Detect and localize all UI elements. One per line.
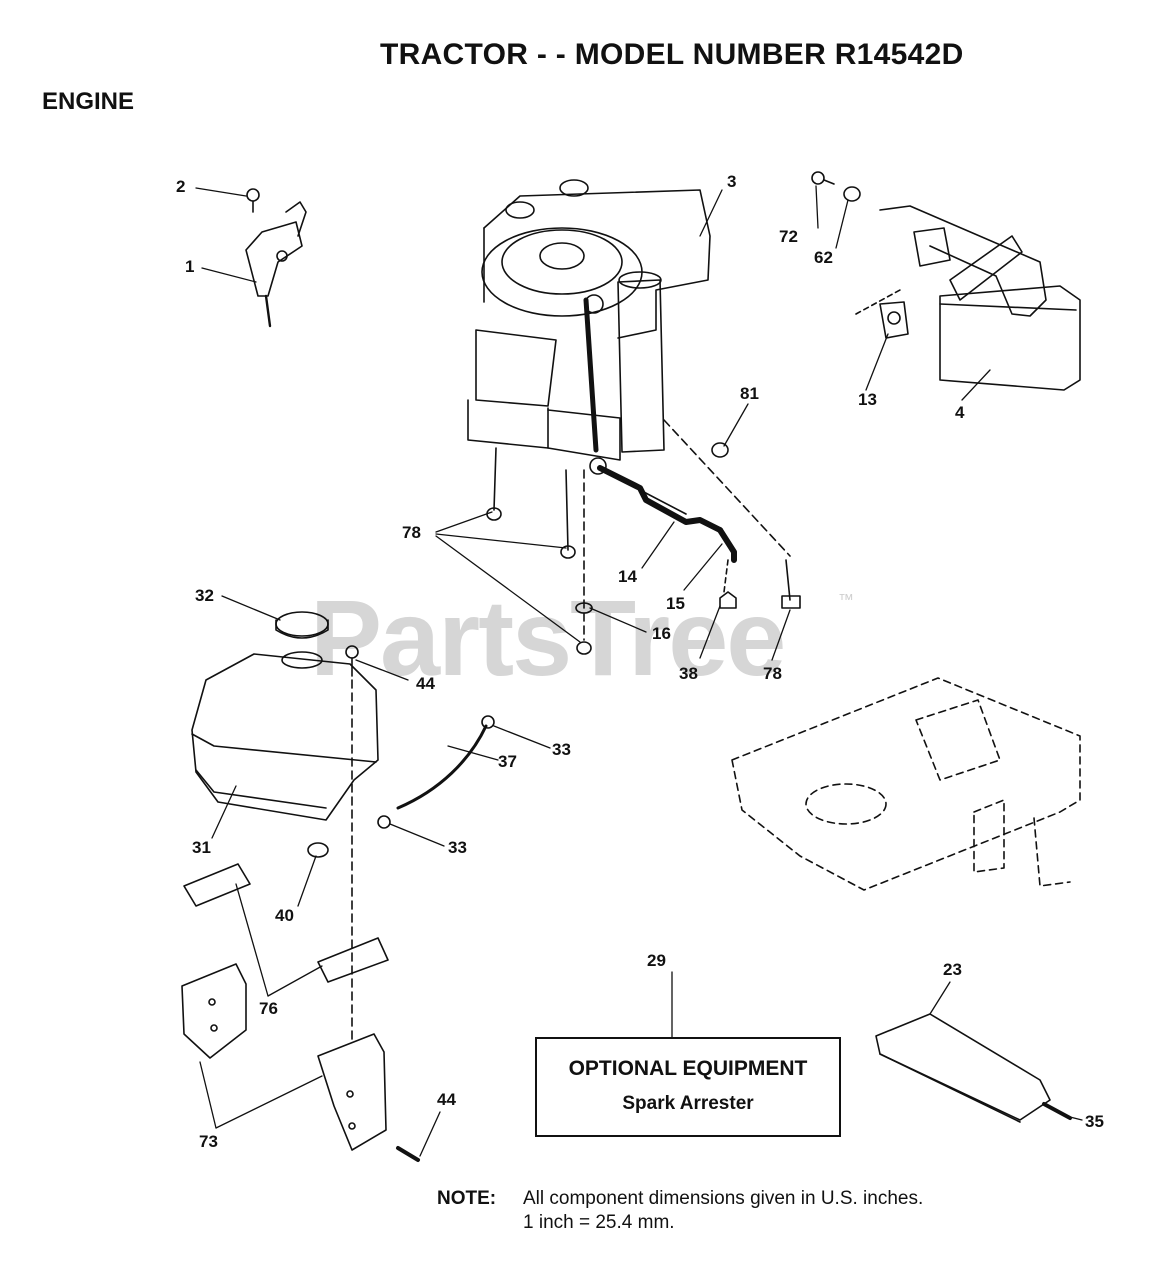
optional-equipment-item: Spark Arrester [622, 1093, 754, 1114]
callout-40: 40 [275, 906, 294, 925]
page-title: TRACTOR - - MODEL NUMBER R14542D [380, 38, 964, 71]
callout-16: 16 [652, 624, 671, 643]
callout-78-bolts: 78 [402, 523, 421, 542]
dimension-note: NOTE: All component dimensions given in U… [437, 1188, 924, 1233]
callout-4: 4 [955, 403, 965, 422]
callout-23: 23 [943, 960, 962, 979]
callout-76: 76 [259, 999, 278, 1018]
callout-78-fitting: 78 [763, 664, 782, 683]
callout-62: 62 [814, 248, 833, 267]
fuel-tank-drawing [191, 611, 495, 1041]
brackets-drawing [181, 863, 420, 1162]
callout-72: 72 [779, 227, 798, 246]
callout-44-bracket: 44 [437, 1090, 456, 1109]
tractor-frame-drawing [731, 677, 1081, 891]
callout-44-tank: 44 [416, 674, 435, 693]
note-label: NOTE: [437, 1188, 497, 1209]
trademark-mark: ™ [838, 592, 854, 609]
callout-15: 15 [666, 594, 685, 613]
engine-drawing [467, 179, 711, 641]
callout-1: 1 [185, 257, 195, 276]
callout-29: 29 [647, 951, 666, 970]
section-title: ENGINE [42, 88, 135, 115]
callout-31: 31 [192, 838, 211, 857]
callout-14: 14 [618, 567, 637, 586]
callout-3: 3 [727, 172, 737, 191]
callout-32: 32 [195, 586, 214, 605]
callout-33-upper: 33 [552, 740, 571, 759]
callout-35: 35 [1085, 1112, 1104, 1131]
callout-73: 73 [199, 1132, 218, 1151]
callout-2: 2 [176, 177, 186, 196]
callout-13: 13 [858, 390, 877, 409]
note-line-2: 1 inch = 25.4 mm. [523, 1212, 675, 1233]
note-line-1: All component dimensions given in U.S. i… [523, 1188, 924, 1209]
optional-equipment-heading: OPTIONAL EQUIPMENT [568, 1057, 808, 1080]
callout-33-lower: 33 [448, 838, 467, 857]
throttle-control-drawing [245, 188, 307, 328]
optional-equipment-box: OPTIONAL EQUIPMENT Spark Arrester [535, 1037, 841, 1137]
fittings-drawing [486, 419, 801, 655]
callout-38: 38 [679, 664, 698, 683]
leader-lines [195, 185, 1083, 1157]
callout-37: 37 [498, 752, 517, 771]
muffler-drawing [811, 171, 1081, 391]
spark-arrester-drawing [875, 1013, 1072, 1123]
callout-81: 81 [740, 384, 759, 403]
parts-tree-watermark: PartsTree [310, 577, 786, 698]
